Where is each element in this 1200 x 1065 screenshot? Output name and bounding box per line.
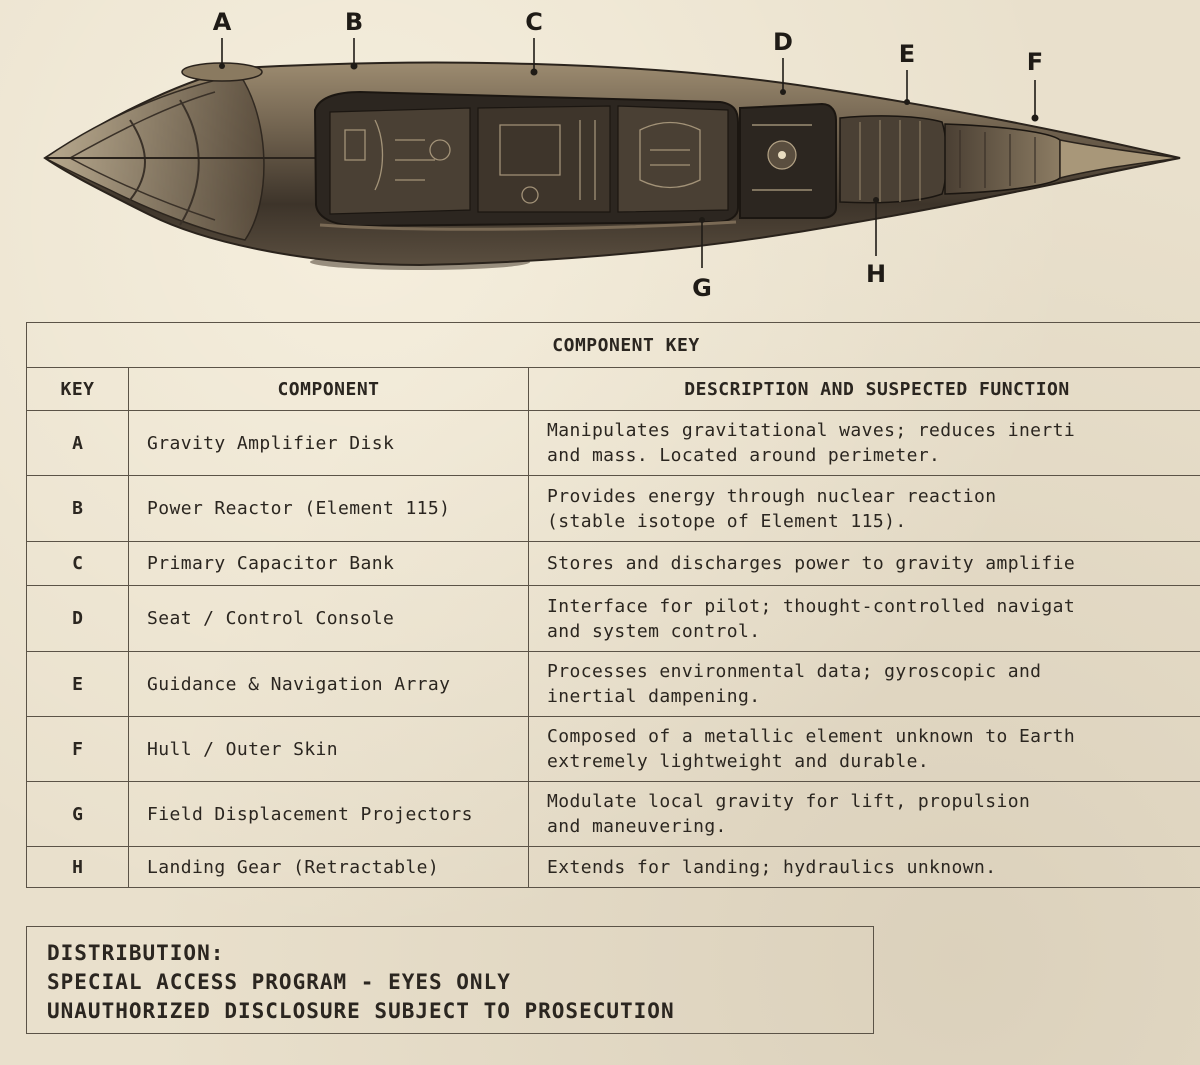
component-key-table: COMPONENT KEY KEY COMPONENT DESCRIPTION … (26, 322, 1200, 888)
row-key: C (26, 541, 129, 586)
table-row: G Field Displacement Projectors Modulate… (26, 781, 1200, 847)
distribution-notice: DISTRIBUTION: SPECIAL ACCESS PROGRAM - E… (26, 926, 874, 1034)
row-description: Manipulates gravitational waves; reduces… (528, 410, 1200, 476)
row-component: Landing Gear (Retractable) (128, 846, 529, 888)
callout-e: E (898, 40, 916, 68)
row-description: Interface for pilot; thought-controlled … (528, 585, 1200, 652)
callout-d: D (773, 28, 793, 56)
craft-cutaway-diagram: A B C D E F G H (0, 0, 1200, 310)
tail-section (944, 123, 1061, 195)
distribution-heading: DISTRIBUTION: (47, 941, 225, 965)
row-component: Guidance & Navigation Array (128, 651, 529, 717)
table-row: A Gravity Amplifier Disk Manipulates gra… (26, 410, 1200, 476)
header-component: COMPONENT (128, 367, 529, 411)
header-key: KEY (26, 367, 129, 411)
callout-c: C (525, 8, 543, 36)
distribution-access-line: SPECIAL ACCESS PROGRAM - EYES ONLY (47, 970, 511, 994)
row-component: Hull / Outer Skin (128, 716, 529, 782)
row-key: D (26, 585, 129, 652)
guidance-section (839, 115, 948, 204)
row-description: Provides energy through nuclear reaction… (528, 475, 1200, 542)
table-row: E Guidance & Navigation Array Processes … (26, 651, 1200, 717)
row-component: Gravity Amplifier Disk (128, 410, 529, 476)
callout-f: F (1026, 48, 1044, 76)
row-component: Primary Capacitor Bank (128, 541, 529, 586)
table-row: B Power Reactor (Element 115) Provides e… (26, 475, 1200, 542)
table-row: C Primary Capacitor Bank Stores and disc… (26, 541, 1200, 586)
table-row: D Seat / Control Console Interface for p… (26, 585, 1200, 652)
row-description: Composed of a metallic element unknown t… (528, 716, 1200, 782)
row-component: Power Reactor (Element 115) (128, 475, 529, 542)
row-key: H (26, 846, 129, 888)
row-key: A (26, 410, 129, 476)
row-component: Field Displacement Projectors (128, 781, 529, 847)
table-title: COMPONENT KEY (26, 322, 1200, 368)
callout-a: A (212, 8, 232, 36)
row-key: B (26, 475, 129, 542)
row-description: Stores and discharges power to gravity a… (528, 541, 1200, 586)
callout-h: H (865, 260, 887, 288)
row-key: F (26, 716, 129, 782)
row-description: Modulate local gravity for lift, propuls… (528, 781, 1200, 847)
row-key: E (26, 651, 129, 717)
callout-g: G (692, 274, 712, 302)
row-key: G (26, 781, 129, 847)
callout-leaders (221, 38, 1036, 268)
table-row: H Landing Gear (Retractable) Extends for… (26, 846, 1200, 888)
distribution-warning-line: UNAUTHORIZED DISCLOSURE SUBJECT TO PROSE… (47, 999, 675, 1023)
craft-illustration (43, 38, 1181, 270)
callout-b: B (344, 8, 364, 36)
table-row: F Hull / Outer Skin Composed of a metall… (26, 716, 1200, 782)
row-description: Extends for landing; hydraulics unknown. (528, 846, 1200, 888)
header-description: DESCRIPTION AND SUSPECTED FUNCTION (528, 367, 1200, 411)
row-description: Processes environmental data; gyroscopic… (528, 651, 1200, 717)
row-component: Seat / Control Console (128, 585, 529, 652)
